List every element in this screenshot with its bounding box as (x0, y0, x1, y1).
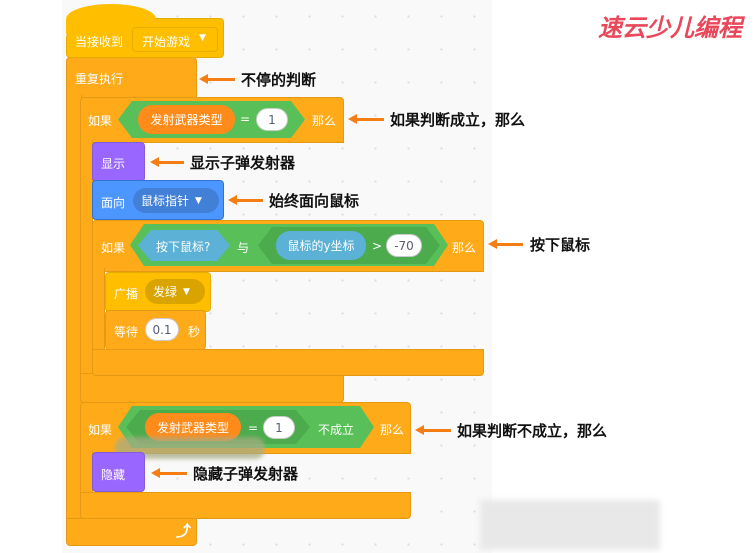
blurred-region (480, 500, 660, 550)
if1-bottom (80, 373, 344, 403)
annotation-forever: 不停的判断 (241, 71, 317, 89)
not-label: 不成立 (318, 423, 355, 437)
operator-symbol: > (372, 239, 383, 253)
variable-reporter[interactable]: 发射武器类型 (138, 105, 235, 134)
hat-label: 当接收到 (75, 35, 124, 49)
dropdown-arrow-icon: ▼ (199, 33, 206, 43)
wait-label: 等待 (114, 325, 139, 339)
annotation-arrow-icon (199, 74, 235, 84)
show-label: 显示 (101, 157, 126, 171)
blurred-region (115, 437, 265, 459)
annotation-hide: 隐藏子弹发射器 (193, 465, 299, 483)
variable-reporter[interactable]: 发射武器类型 (145, 413, 241, 441)
then-label: 那么 (312, 114, 337, 128)
and-label: 与 (237, 241, 250, 255)
annotation-if3: 如果判断不成立，那么 (457, 422, 608, 440)
value-input[interactable]: 1 (256, 108, 288, 131)
mouse-down-label: 按下鼠标? (156, 240, 211, 254)
point-label: 面向 (101, 196, 126, 210)
if-label: 如果 (88, 114, 113, 128)
if-label: 如果 (88, 423, 113, 437)
broadcast-message: 发绿 (153, 285, 178, 299)
broadcast-label: 广播 (114, 287, 139, 301)
message-value: 开始游戏 (142, 35, 191, 49)
annotation-arrow-icon (488, 239, 523, 249)
dropdown-arrow-icon: ▼ (183, 286, 190, 297)
annotation-if1: 如果判断成立，那么 (390, 111, 526, 129)
value-input[interactable]: -70 (386, 234, 422, 257)
if2-bottom (92, 349, 484, 376)
annotation-show: 显示子弹发射器 (190, 154, 296, 172)
loop-arrow-icon: ⤴ (176, 522, 192, 540)
forever-bottom (66, 518, 197, 546)
value-input[interactable]: 1 (263, 416, 295, 439)
if-label: 如果 (101, 241, 126, 255)
target-dropdown[interactable]: 鼠标指针 ▼ (133, 188, 219, 213)
annotation-if2: 按下鼠标 (530, 236, 591, 254)
then-label: 那么 (380, 423, 405, 437)
mouse-y-reporter[interactable]: 鼠标的y坐标 (276, 231, 366, 260)
forever-label: 重复执行 (75, 72, 124, 86)
hide-label: 隐藏 (101, 468, 126, 482)
target-value: 鼠标指针 (141, 194, 190, 208)
hide-block[interactable] (92, 452, 145, 492)
annotation-point: 始终面向鼠标 (269, 192, 360, 210)
annotation-arrow-icon (150, 157, 184, 167)
operator-symbol: = (248, 421, 259, 435)
if3-bottom (80, 492, 411, 519)
annotation-arrow-icon (151, 468, 187, 478)
logo: 速云少儿编程 (598, 13, 742, 42)
annotation-arrow-icon (228, 195, 263, 205)
if2-arm (92, 268, 105, 352)
message-dropdown[interactable]: 开始游戏 ▼ (132, 27, 218, 52)
broadcast-message-dropdown[interactable]: 发绿 ▼ (145, 279, 205, 304)
annotation-arrow-icon (348, 114, 384, 124)
wait-seconds-input[interactable]: 0.1 (145, 318, 179, 341)
operator-symbol: = (240, 112, 251, 126)
mouse-down-sensing[interactable] (138, 230, 230, 261)
then-label: 那么 (452, 241, 477, 255)
dropdown-arrow-icon: ▼ (195, 195, 202, 206)
annotation-arrow-icon (415, 425, 451, 435)
seconds-label: 秒 (188, 325, 201, 339)
